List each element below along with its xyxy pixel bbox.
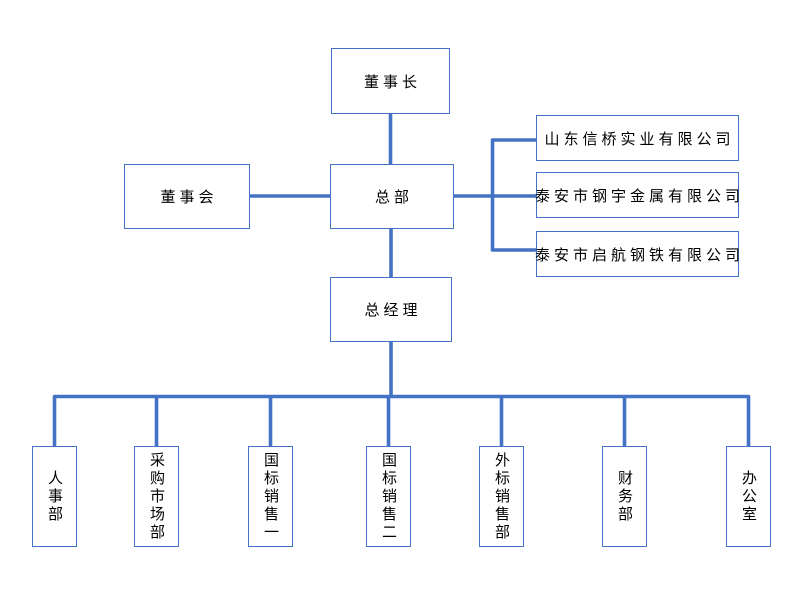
node-headquarters-label: 总部 bbox=[374, 189, 413, 206]
node-general-manager-label: 总经理 bbox=[364, 302, 422, 319]
node-dept-guobiao-xiaoshou-1[interactable]: 国标销售一 bbox=[248, 446, 293, 547]
node-board[interactable]: 董事会 bbox=[124, 164, 250, 229]
node-dept-label: 办公室 bbox=[740, 469, 757, 524]
node-dept-label: 采购市场部 bbox=[148, 451, 165, 542]
node-dept-caiwubu[interactable]: 财务部 bbox=[602, 446, 647, 547]
node-dept-guobiao-xiaoshou-2[interactable]: 国标销售二 bbox=[366, 446, 411, 547]
node-chairman[interactable]: 董事长 bbox=[331, 48, 450, 114]
node-subsidiary-taian-qihang[interactable]: 泰安市启航钢铁有限公司 bbox=[535, 231, 740, 277]
node-dept-bangongshi[interactable]: 办公室 bbox=[726, 446, 771, 547]
node-subsidiary-label: 山东信桥实业有限公司 bbox=[544, 130, 735, 148]
node-subsidiary-label: 泰安市启航钢铁有限公司 bbox=[535, 246, 745, 264]
node-dept-caigou-shichangbu[interactable]: 采购市场部 bbox=[134, 446, 179, 547]
node-dept-label: 人事部 bbox=[46, 469, 63, 524]
node-dept-renshibu[interactable]: 人事部 bbox=[32, 446, 77, 547]
node-dept-label: 国标销售一 bbox=[262, 451, 279, 542]
edge-department-bus bbox=[52, 394, 751, 447]
node-dept-label: 外标销售部 bbox=[493, 451, 510, 542]
node-board-label: 董事会 bbox=[160, 189, 218, 206]
node-general-manager[interactable]: 总经理 bbox=[330, 277, 452, 342]
node-dept-waibiao-xiaoshoubu[interactable]: 外标销售部 bbox=[479, 446, 524, 547]
node-chairman-label: 董事长 bbox=[363, 73, 421, 91]
edge-subsidiary-bracket bbox=[490, 138, 537, 252]
node-subsidiary-label: 泰安市钢宇金属有限公司 bbox=[535, 187, 745, 205]
node-dept-label: 财务部 bbox=[616, 469, 633, 524]
node-subsidiary-taian-gangyu[interactable]: 泰安市钢宇金属有限公司 bbox=[535, 172, 740, 218]
node-dept-label: 国标销售二 bbox=[380, 451, 397, 542]
node-subsidiary-shandong-xinqiao[interactable]: 山东信桥实业有限公司 bbox=[536, 115, 739, 161]
node-headquarters[interactable]: 总部 bbox=[330, 164, 454, 229]
